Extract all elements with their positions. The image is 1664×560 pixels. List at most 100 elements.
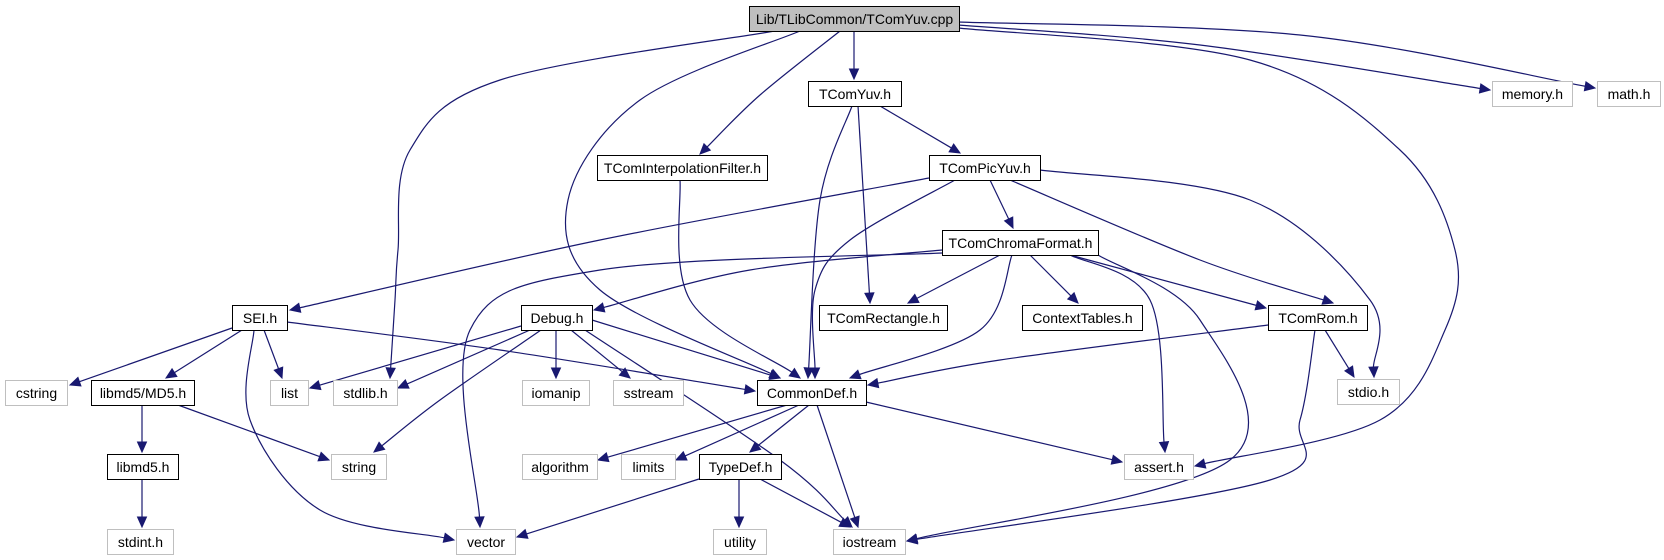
node-box: [1337, 379, 1400, 405]
node-debug-h[interactable]: Debug.h: [521, 305, 593, 331]
node-label: TComRom.h: [1278, 310, 1357, 326]
arrowhead-icon: [1368, 366, 1379, 379]
node-label: limits: [633, 459, 665, 475]
node-sstream: sstream: [613, 380, 684, 406]
arrowhead-icon: [733, 516, 745, 529]
arrowhead-icon: [749, 441, 762, 453]
node-label: utility: [724, 534, 756, 550]
arrowhead-icon: [866, 377, 880, 389]
edge-line: [678, 179, 793, 373]
arrowhead-icon: [1254, 300, 1268, 311]
node-label: SEI.h: [243, 310, 277, 326]
edge-Debug_h-to-string: [373, 329, 542, 453]
edge-line: [299, 177, 930, 309]
node-commondef-h[interactable]: CommonDef.h: [757, 380, 867, 406]
edge-line: [607, 404, 788, 458]
node-label: sstream: [624, 385, 674, 401]
arrowhead-icon: [68, 376, 82, 387]
edge-SEI_h-to-cstring: [68, 327, 233, 387]
node-box: [91, 380, 195, 406]
edge-SEI_h-to-vector: [245, 329, 456, 543]
node-assert-h: assert.h: [1124, 454, 1194, 480]
edge-libmd5_h-to-stdint_h: [136, 479, 148, 529]
node-box: [819, 305, 948, 331]
node-label: assert.h: [1134, 459, 1184, 475]
arrowhead-icon: [849, 515, 860, 529]
arrowhead-icon: [1478, 83, 1492, 94]
edges-layer: [68, 21, 1597, 545]
node-tcomrom-h[interactable]: TComRom.h: [1268, 305, 1368, 331]
edge-TComChromaFormat_h-to-TComRom_h: [1069, 254, 1268, 311]
node-libmd5-h[interactable]: libmd5.h: [107, 454, 179, 480]
arrowhead-icon: [385, 367, 396, 380]
arrowhead-icon: [273, 366, 284, 380]
arrowhead-icon: [373, 441, 386, 453]
edge-line: [177, 404, 320, 458]
edge-line: [1039, 169, 1381, 368]
edge-line: [989, 179, 1010, 220]
node-box: [942, 230, 1099, 256]
edge-Debug_h-to-list: [308, 325, 522, 391]
node-label: TypeDef.h: [709, 459, 773, 475]
arrowhead-icon: [848, 369, 862, 380]
node-box: [749, 6, 960, 32]
node-tcomchromaformat-h[interactable]: TComChromaFormat.h: [942, 230, 1099, 256]
node-label: string: [342, 459, 376, 475]
edge-CommonDef_h-to-limits: [674, 404, 800, 461]
node-libmd5-md5-h[interactable]: libmd5/MD5.h: [91, 380, 195, 406]
arrowhead-icon: [288, 302, 302, 313]
arrowhead-icon: [136, 516, 148, 529]
node-label: ContextTables.h: [1032, 310, 1132, 326]
edge-line: [245, 329, 445, 539]
edge-SEI_h-to-CommonDef_h: [286, 321, 757, 395]
node-box: [1124, 454, 1194, 480]
edge-root-to-memory_h: [957, 24, 1492, 94]
node-tcominterpolationfilter-h[interactable]: TComInterpolationFilter.h: [597, 155, 768, 181]
arrowhead-icon: [442, 532, 456, 543]
edge-root-to-TComInterpolationFilter_h: [699, 30, 841, 155]
node-iostream: iostream: [833, 529, 906, 555]
node-box: [232, 305, 288, 331]
edge-line: [916, 329, 1316, 540]
edge-line: [1029, 254, 1072, 297]
arrowhead-icon: [1583, 80, 1597, 92]
arrowhead-icon: [596, 452, 610, 463]
edge-line: [816, 404, 856, 518]
edge-root-to-stdlib_h: [385, 30, 776, 380]
edge-Debug_h-to-sstream: [570, 329, 631, 379]
node-sei-h[interactable]: SEI.h: [232, 305, 288, 331]
edge-TComPicYuv_h-to-SEI_h: [288, 177, 930, 313]
edge-line: [319, 325, 522, 386]
arrowhead-icon: [674, 450, 688, 461]
node-label: TComChromaFormat.h: [949, 235, 1093, 251]
node-contexttables-h[interactable]: ContextTables.h: [1022, 305, 1143, 331]
node-label: stdlib.h: [343, 385, 387, 401]
node-typedef-h[interactable]: TypeDef.h: [699, 454, 782, 480]
edge-line: [526, 478, 700, 535]
node-utility: utility: [713, 529, 767, 555]
edge-SEI_h-to-libmd5_MD5_h: [164, 329, 243, 379]
edge-line: [957, 27, 1460, 465]
edge-line: [757, 404, 810, 447]
edge-line: [1009, 179, 1324, 301]
arrowhead-icon: [592, 302, 606, 313]
node-label: libmd5/MD5.h: [100, 385, 186, 401]
node-box: [757, 380, 867, 406]
node-label: cstring: [16, 385, 57, 401]
node-label: algorithm: [531, 459, 589, 475]
edge-line: [877, 324, 1269, 384]
edge-TComChromaFormat_h-to-CommonDef_h: [848, 254, 1013, 380]
edge-line: [811, 179, 956, 369]
arrowhead-icon: [848, 68, 860, 81]
edge-TComChromaFormat_h-to-assert_h: [1069, 254, 1170, 454]
node-root[interactable]: Lib/TLibCommon/TComYuv.cpp: [749, 6, 960, 32]
edge-line: [584, 329, 846, 521]
edge-TypeDef_h-to-iostream: [759, 478, 852, 528]
node-label: libmd5.h: [117, 459, 170, 475]
node-tcomrectangle-h[interactable]: TComRectangle.h: [819, 305, 948, 331]
node-tcompicyuv-h[interactable]: TComPicYuv.h: [929, 155, 1041, 181]
edge-line: [591, 319, 771, 376]
edge-line: [603, 249, 943, 309]
edge-line: [462, 252, 943, 518]
node-tcomyuv-h[interactable]: TComYuv.h: [808, 81, 902, 107]
